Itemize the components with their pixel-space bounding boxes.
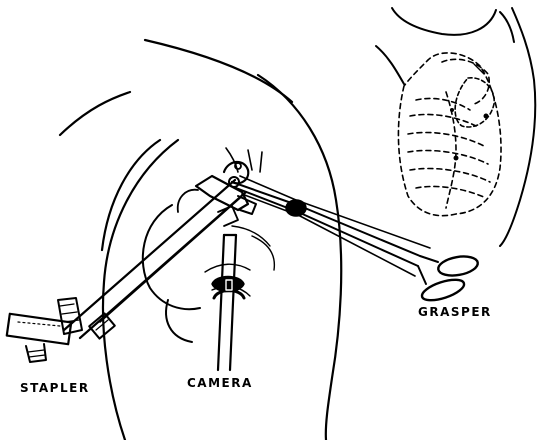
grasper-instrument <box>232 176 479 304</box>
port-marker <box>454 156 459 161</box>
port-marker <box>484 114 489 119</box>
camera-instrument <box>212 235 244 370</box>
ribcage-dashed <box>398 53 501 216</box>
port-marker <box>450 108 454 112</box>
camera-label: CAMERA <box>187 376 253 390</box>
inset-torso <box>376 8 535 246</box>
grasper-label: GRASPER <box>418 305 492 319</box>
stapler-label: STAPLER <box>20 381 90 395</box>
